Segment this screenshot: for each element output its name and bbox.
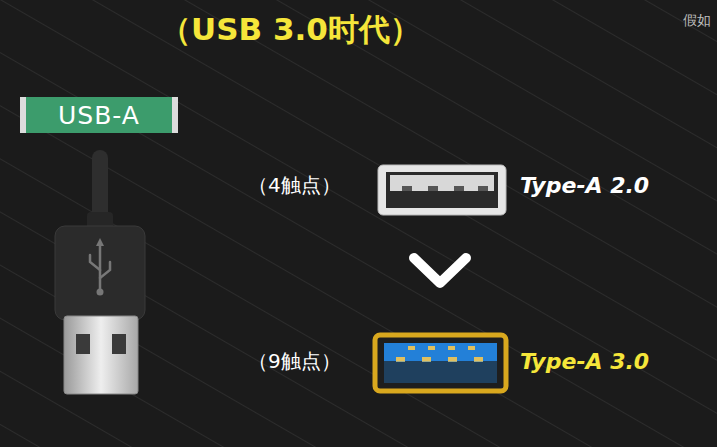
port-name: Type-A 3.0 [520, 349, 649, 374]
node-text: USB-A [58, 101, 140, 130]
usb-plug [55, 150, 145, 394]
watermark: 假如 [683, 12, 711, 28]
usb3-port [375, 335, 506, 391]
contact-count: （4触点） [248, 174, 341, 197]
name-band: USB-A [20, 97, 178, 133]
title: （USB 3.0时代） [160, 12, 421, 48]
down-chevron [414, 258, 466, 283]
contact-count: （9触点） [248, 350, 341, 373]
usb2-port [378, 165, 506, 215]
port-name: Type-A 2.0 [520, 173, 649, 198]
